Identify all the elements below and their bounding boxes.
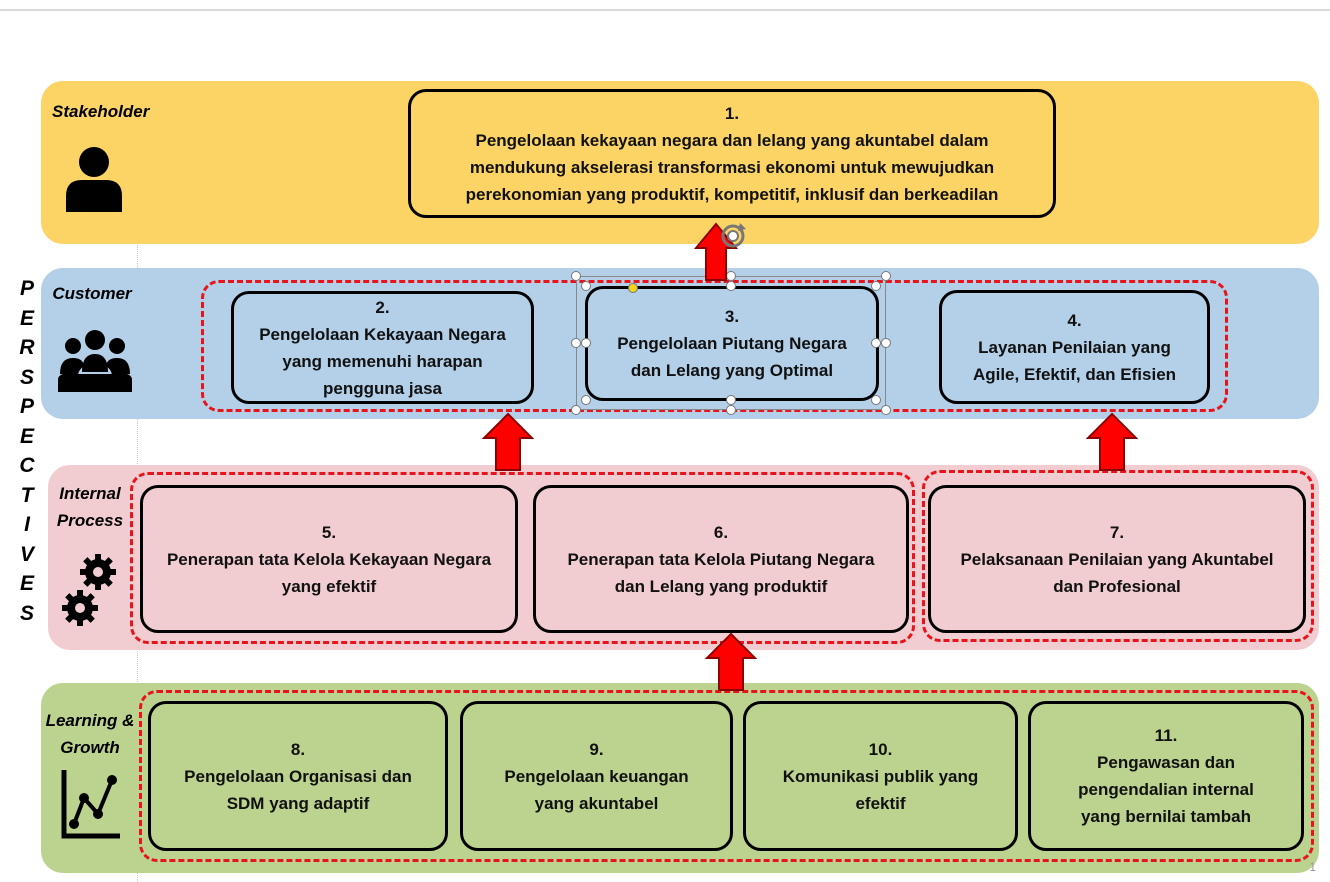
objective-number: 10. [868, 739, 893, 759]
perspectives-letter: S [19, 601, 34, 625]
perspectives-letter: E [19, 306, 34, 330]
group-icon [58, 330, 132, 392]
internal-label-line1: Internal [59, 484, 121, 503]
learning-dashed-group [139, 690, 1314, 862]
objective-text-line: SDM yang adaptif [226, 793, 370, 813]
learning-label-line2: Growth [60, 738, 120, 757]
perspectives-letter: R [19, 336, 35, 359]
objective-text-line: Pengelolaan keuangan [504, 766, 689, 786]
objective-number: 7. [1109, 522, 1125, 542]
objective-number: 8. [290, 739, 306, 759]
inner-handle[interactable] [871, 281, 881, 291]
perspectives-letter: E [19, 424, 34, 448]
page-number: 1 [1309, 860, 1316, 874]
objective-number: 5. [321, 522, 337, 542]
adjust-handle[interactable] [628, 283, 638, 293]
objective-10-box[interactable]: 10. Komunikasi publik yang efektif [743, 701, 1018, 851]
customer-dashed-group [201, 280, 1228, 412]
perspectives-letter: P [19, 277, 34, 300]
objective-text-line: Pelaksanaan Penilaian yang Akuntabel [960, 549, 1274, 569]
learning-growth-label: Learning & Growth [44, 707, 136, 761]
resize-handle[interactable] [571, 338, 581, 348]
objective-number: 2. [375, 297, 390, 317]
objective-number: 3. [724, 307, 740, 326]
objective-text-line: pengendalian internal [1078, 780, 1254, 799]
top-divider [0, 9, 1330, 11]
up-arrow [1086, 412, 1138, 471]
objective-9-box[interactable]: 9. Pengelolaan keuangan yang akuntabel [460, 701, 733, 851]
objective-11-box[interactable]: 11. Pengawasan dan pengendalian internal ya… [1028, 701, 1304, 851]
objective-number: 6. [713, 522, 729, 542]
person-icon [66, 147, 122, 212]
resize-handle[interactable] [881, 338, 891, 348]
objective-text-line: dan Lelang yang Optimal [630, 361, 834, 380]
objective-number: 4. [1067, 310, 1082, 330]
objective-text-line: dan Profesional [1053, 576, 1181, 596]
gears-icon [62, 554, 116, 626]
inner-handle[interactable] [581, 281, 591, 291]
objective-text-line: yang bernilai tambah [1080, 807, 1252, 826]
objective-number: 1. [724, 103, 740, 123]
objective-5-box[interactable]: 5. Penerapan tata Kelola Kekayaan Negara y… [140, 485, 518, 633]
inner-handle[interactable] [581, 395, 591, 405]
perspectives-letter: C [19, 454, 35, 477]
selection-frame [576, 276, 886, 410]
objective-text-line: Pengelolaan kekayaan negara dan lelang y… [475, 130, 989, 150]
objective-1-box[interactable]: 1. Pengelolaan kekayaan negara dan lelang… [408, 89, 1056, 218]
objective-6-box[interactable]: 6. Penerapan tata Kelola Piutang Negara da… [533, 485, 909, 633]
objective-text-line: Layanan Penilaian yang [978, 337, 1171, 357]
objective-text-line: yang akuntabel [534, 793, 659, 813]
inner-handle[interactable] [726, 281, 736, 291]
up-arrow [482, 412, 534, 471]
perspectives-letter: I [24, 513, 30, 536]
objective-text-line: dan Lelang yang produktif [614, 576, 828, 596]
resize-handle[interactable] [726, 405, 736, 415]
objective-text-line: mendukung akselerasi transformasi ekonom… [469, 157, 995, 177]
objective-text-line: Penerapan tata Kelola Kekayaan Negara [166, 549, 492, 569]
resize-handle[interactable] [881, 271, 891, 281]
objective-text-line: perekonomian yang produktif, kompetitif,… [465, 184, 999, 204]
objective-text-line: Komunikasi publik yang [782, 766, 979, 786]
resize-handle[interactable] [881, 405, 891, 415]
internal-dashed-group-left [130, 472, 915, 644]
objective-text-line: yang efektif [281, 576, 377, 596]
perspectives-letter: T [20, 483, 34, 507]
objective-text-line: Pengelolaan Organisasi dan [184, 766, 412, 786]
inner-handle[interactable] [581, 338, 591, 348]
resize-handle[interactable] [571, 271, 581, 281]
objective-text-line: Pengelolaan Kekayaan Negara [259, 324, 506, 344]
stakeholder-label: Stakeholder [52, 102, 150, 121]
objective-7-box[interactable]: 7. Pelaksanaan Penilaian yang Akuntabel da… [928, 485, 1306, 633]
inner-handle[interactable] [726, 395, 736, 405]
learning-label-line1: Learning & [45, 711, 135, 730]
objective-2-box[interactable]: 2. Pengelolaan Kekayaan Negara yang memenu… [231, 291, 534, 404]
objective-number: 9. [589, 739, 604, 759]
inner-handle[interactable] [871, 338, 881, 348]
inner-handle[interactable] [871, 395, 881, 405]
objective-text-line: Pengawasan dan [1097, 753, 1235, 772]
resize-handle[interactable] [571, 405, 581, 415]
growth-chart-icon [61, 770, 120, 839]
objective-text-line: efektif [855, 793, 906, 813]
perspectives-letter: E [19, 572, 34, 595]
objective-text-line: pengguna jasa [322, 378, 443, 398]
perspectives-letter: V [19, 542, 34, 566]
perspectives-letter: S [19, 365, 34, 389]
up-arrow [694, 222, 738, 281]
perspectives-letter: P [19, 395, 34, 418]
objective-text-line: Pengelolaan Piutang Negara [617, 334, 847, 353]
rotate-handle-icon[interactable] [718, 221, 748, 251]
internal-label-line2: Process [56, 511, 124, 530]
objective-text-line: Penerapan tata Kelola Piutang Negara [567, 549, 875, 569]
objective-text-line: yang memenuhi harapan [282, 351, 483, 371]
objective-number: 11. [1154, 726, 1178, 745]
customer-label: Customer [52, 284, 132, 303]
up-arrow [705, 632, 757, 691]
internal-dashed-group-right [922, 470, 1314, 642]
internal-process-label: Internal Process [52, 480, 128, 534]
objective-text-line: Agile, Efektif, dan Efisien [972, 364, 1177, 384]
